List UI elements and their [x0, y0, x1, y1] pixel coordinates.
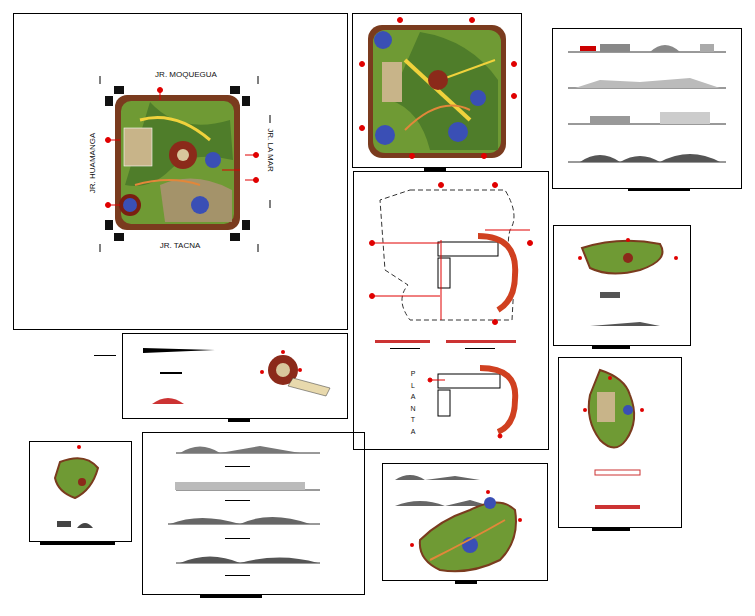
view-title: PLANTA: [410, 368, 417, 437]
street-name: JR. TACNA: [160, 242, 201, 250]
street-name: JR. MOQUEGUA: [155, 71, 217, 79]
street-name: JR. HUAMANGA: [89, 133, 97, 193]
street-name: JR. LA MAR: [266, 128, 274, 172]
